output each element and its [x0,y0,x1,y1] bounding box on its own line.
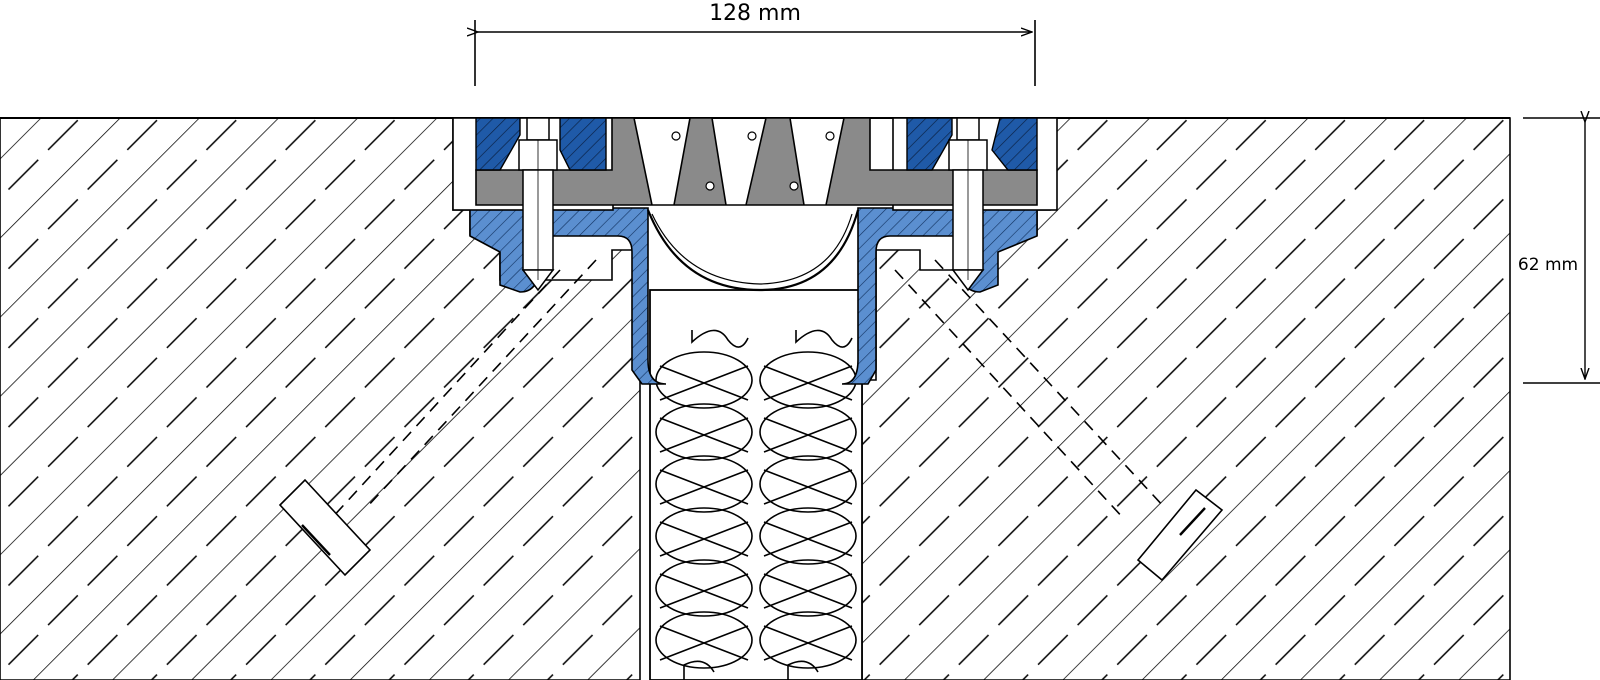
anchor-right [894,259,1224,582]
foam-coil-cross [659,573,749,609]
foam-coil-loop [655,455,753,513]
foam-coil-loop [655,507,753,565]
foam-coil-foot [683,660,715,680]
foam-coil-loop [655,351,753,409]
clamp-blocks [475,117,1038,171]
foam-coil-loop [655,611,753,669]
foam-coil-cross [763,365,853,401]
foam-coil-cross [763,469,853,505]
foam-coil-loop [655,403,753,461]
foam-coil-loop [759,611,857,669]
foam-coil-loop [655,559,753,617]
foam-coil-hook [691,329,749,348]
foam-coil-cross [659,625,749,661]
width-dimension-label: 128 mm [709,1,801,26]
foam-coil-loop [759,507,857,565]
seal-fold-holes [671,131,835,191]
foam-coil-cross [659,417,749,453]
anchor-left [278,259,597,577]
foam-coil-cross [659,365,749,401]
blue-channel-profile [469,207,1038,385]
foam-coil-cross [763,521,853,557]
foam-coil-cross [659,521,749,557]
width-dimension: 128 mm [475,1,1036,86]
foam-coil-cross [763,625,853,661]
foam-coil-loop [759,403,857,461]
depth-dimension: 62 mm [1518,118,1600,384]
foam-coil-cross [763,417,853,453]
bolt-right [948,117,988,292]
depth-dimension-label: 62 mm [1518,255,1578,275]
drainage-membrane [646,209,860,292]
foam-coil-loop [759,455,857,513]
foam-coil-foot [787,660,819,680]
foam-coil-cross [763,573,853,609]
bolt-left [518,117,558,292]
foam-coil-cross [659,469,749,505]
foam-coil-loop [759,559,857,617]
foam-backing [649,289,863,680]
foam-coil-hook [795,329,853,348]
